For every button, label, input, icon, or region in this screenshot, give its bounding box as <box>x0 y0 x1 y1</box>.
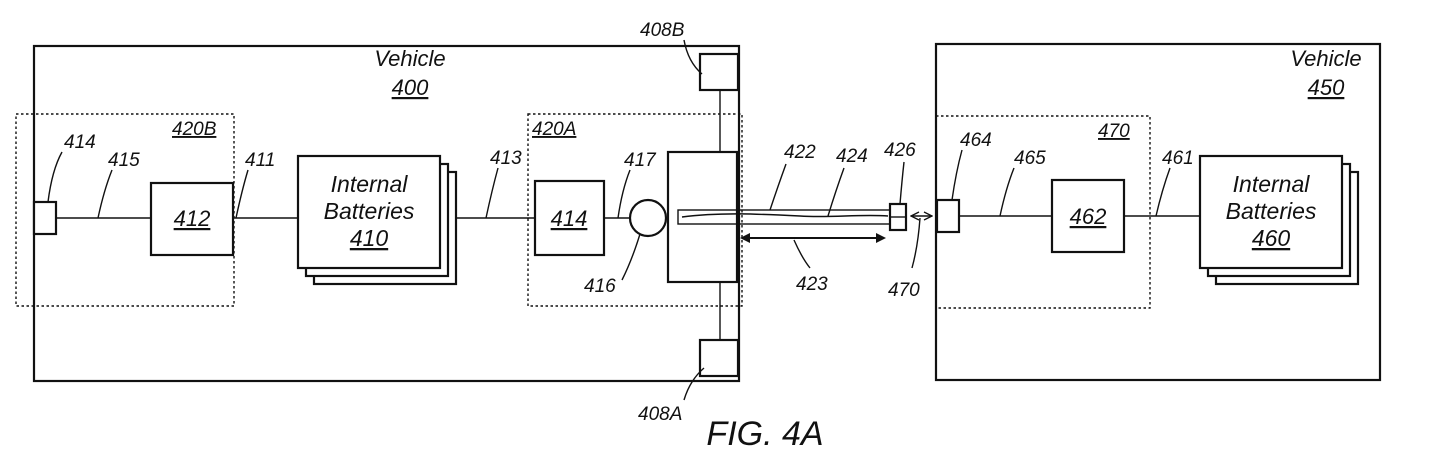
vehicle-450-number: 450 <box>1308 75 1345 100</box>
leader-413 <box>485 167 499 219</box>
leader-426 <box>899 161 905 205</box>
leader-411 <box>235 169 249 219</box>
leader-414-left <box>47 151 63 203</box>
ref-415: 415 <box>108 150 140 171</box>
leader-415 <box>97 169 113 219</box>
module-462 <box>1050 178 1126 254</box>
battery-460-line2: Batteries <box>1226 198 1317 224</box>
connector-408a <box>698 338 740 378</box>
ref-414-left: 414 <box>64 132 96 153</box>
ref-470-link: 470 <box>888 280 920 301</box>
leader-464 <box>951 149 963 201</box>
module-462-label: 462 <box>1070 204 1107 229</box>
ref-464: 464 <box>960 130 992 151</box>
leader-416 <box>621 233 641 281</box>
leader-408b <box>683 39 703 75</box>
leader-465 <box>999 167 1015 217</box>
ref-461: 461 <box>1162 148 1194 169</box>
switch-416 <box>628 198 668 238</box>
figure-caption: FIG. 4A <box>706 415 823 453</box>
ref-417: 417 <box>624 150 657 171</box>
leader-417 <box>617 169 631 219</box>
battery-410-line1: Internal <box>331 171 409 197</box>
battery-410-number: 410 <box>350 225 389 251</box>
ref-416: 416 <box>584 276 616 297</box>
ref-413: 413 <box>490 148 522 169</box>
battery-410-line2: Batteries <box>324 198 415 224</box>
battery-460-number: 460 <box>1252 225 1291 251</box>
ref-422: 422 <box>784 142 816 163</box>
charge-port-housing <box>666 150 739 284</box>
region-420b-label: 420B <box>172 119 217 140</box>
leader-461 <box>1155 167 1171 217</box>
region-420a-label: 420A <box>532 119 576 140</box>
vehicle-400-title: Vehicle <box>374 46 445 71</box>
leader-423 <box>793 239 811 269</box>
module-412 <box>149 181 235 257</box>
ref-424: 424 <box>836 146 868 167</box>
battery-460-line1: Internal <box>1233 171 1311 197</box>
ref-465: 465 <box>1014 148 1046 169</box>
cable-inner-wire <box>681 213 889 218</box>
module-412-label: 412 <box>174 206 211 231</box>
ref-411: 411 <box>245 150 275 171</box>
region-470-label: 470 <box>1098 121 1130 142</box>
ref-423: 423 <box>796 274 828 295</box>
port-414-left <box>32 200 58 236</box>
battery-460-front <box>1198 154 1344 270</box>
vehicle-400-number: 400 <box>392 75 429 100</box>
ref-426: 426 <box>884 140 916 161</box>
leader-470-link <box>911 217 921 269</box>
battery-410-front <box>296 154 442 270</box>
ref-408a: 408A <box>638 404 682 425</box>
leader-424 <box>827 167 845 217</box>
leader-422 <box>769 163 787 211</box>
port-464 <box>935 198 961 234</box>
connector-408b <box>698 52 740 92</box>
vehicle-450-title: Vehicle <box>1290 46 1361 71</box>
module-414-label: 414 <box>551 206 588 231</box>
ref-408b: 408B <box>640 20 685 41</box>
leader-408a <box>683 367 705 401</box>
